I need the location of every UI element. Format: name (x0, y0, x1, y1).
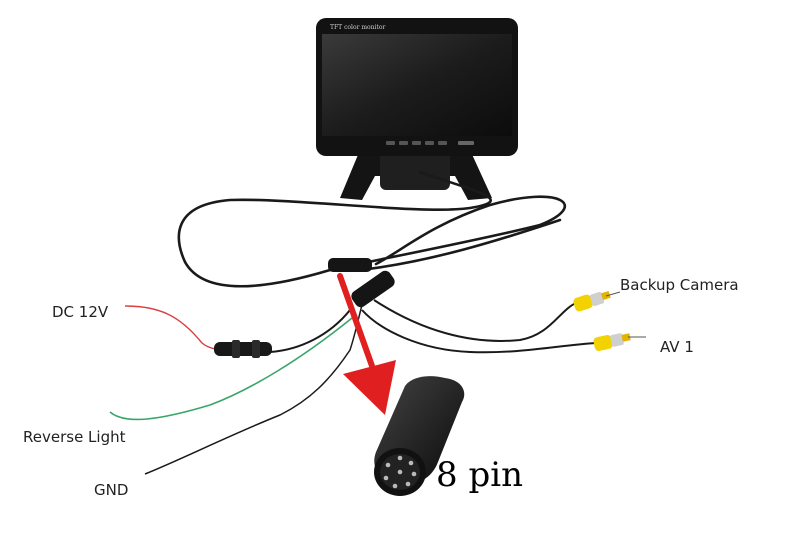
monitor-brand-text: TFT color monitor (330, 24, 385, 31)
eight-pin-connector (374, 376, 465, 496)
main-cable (177, 170, 566, 288)
power-lead (269, 309, 351, 353)
monitor-stand (340, 150, 492, 200)
monitor-screen (322, 34, 512, 136)
rca-backup-camera-plug (573, 290, 611, 312)
gnd-label: GND (94, 481, 129, 499)
monitor-buttons (386, 141, 474, 145)
dc-12v-label: DC 12V (52, 303, 109, 321)
cable-junction (328, 258, 395, 308)
rca-av1-plug (593, 333, 631, 351)
power-connector (214, 340, 272, 358)
red-arrow (337, 273, 396, 415)
av1-label: AV 1 (660, 338, 694, 356)
green-wire (109, 317, 353, 421)
backup-pointer (605, 291, 621, 297)
monitor: TFT color monitor (316, 18, 518, 156)
rca-cables (361, 299, 597, 354)
red-wire (124, 305, 233, 351)
gnd-wire (144, 304, 363, 475)
reverse-light-label: Reverse Light (23, 428, 126, 446)
eight-pin-label: 8 pin (436, 455, 523, 495)
backup-camera-label: Backup Camera (620, 276, 739, 294)
